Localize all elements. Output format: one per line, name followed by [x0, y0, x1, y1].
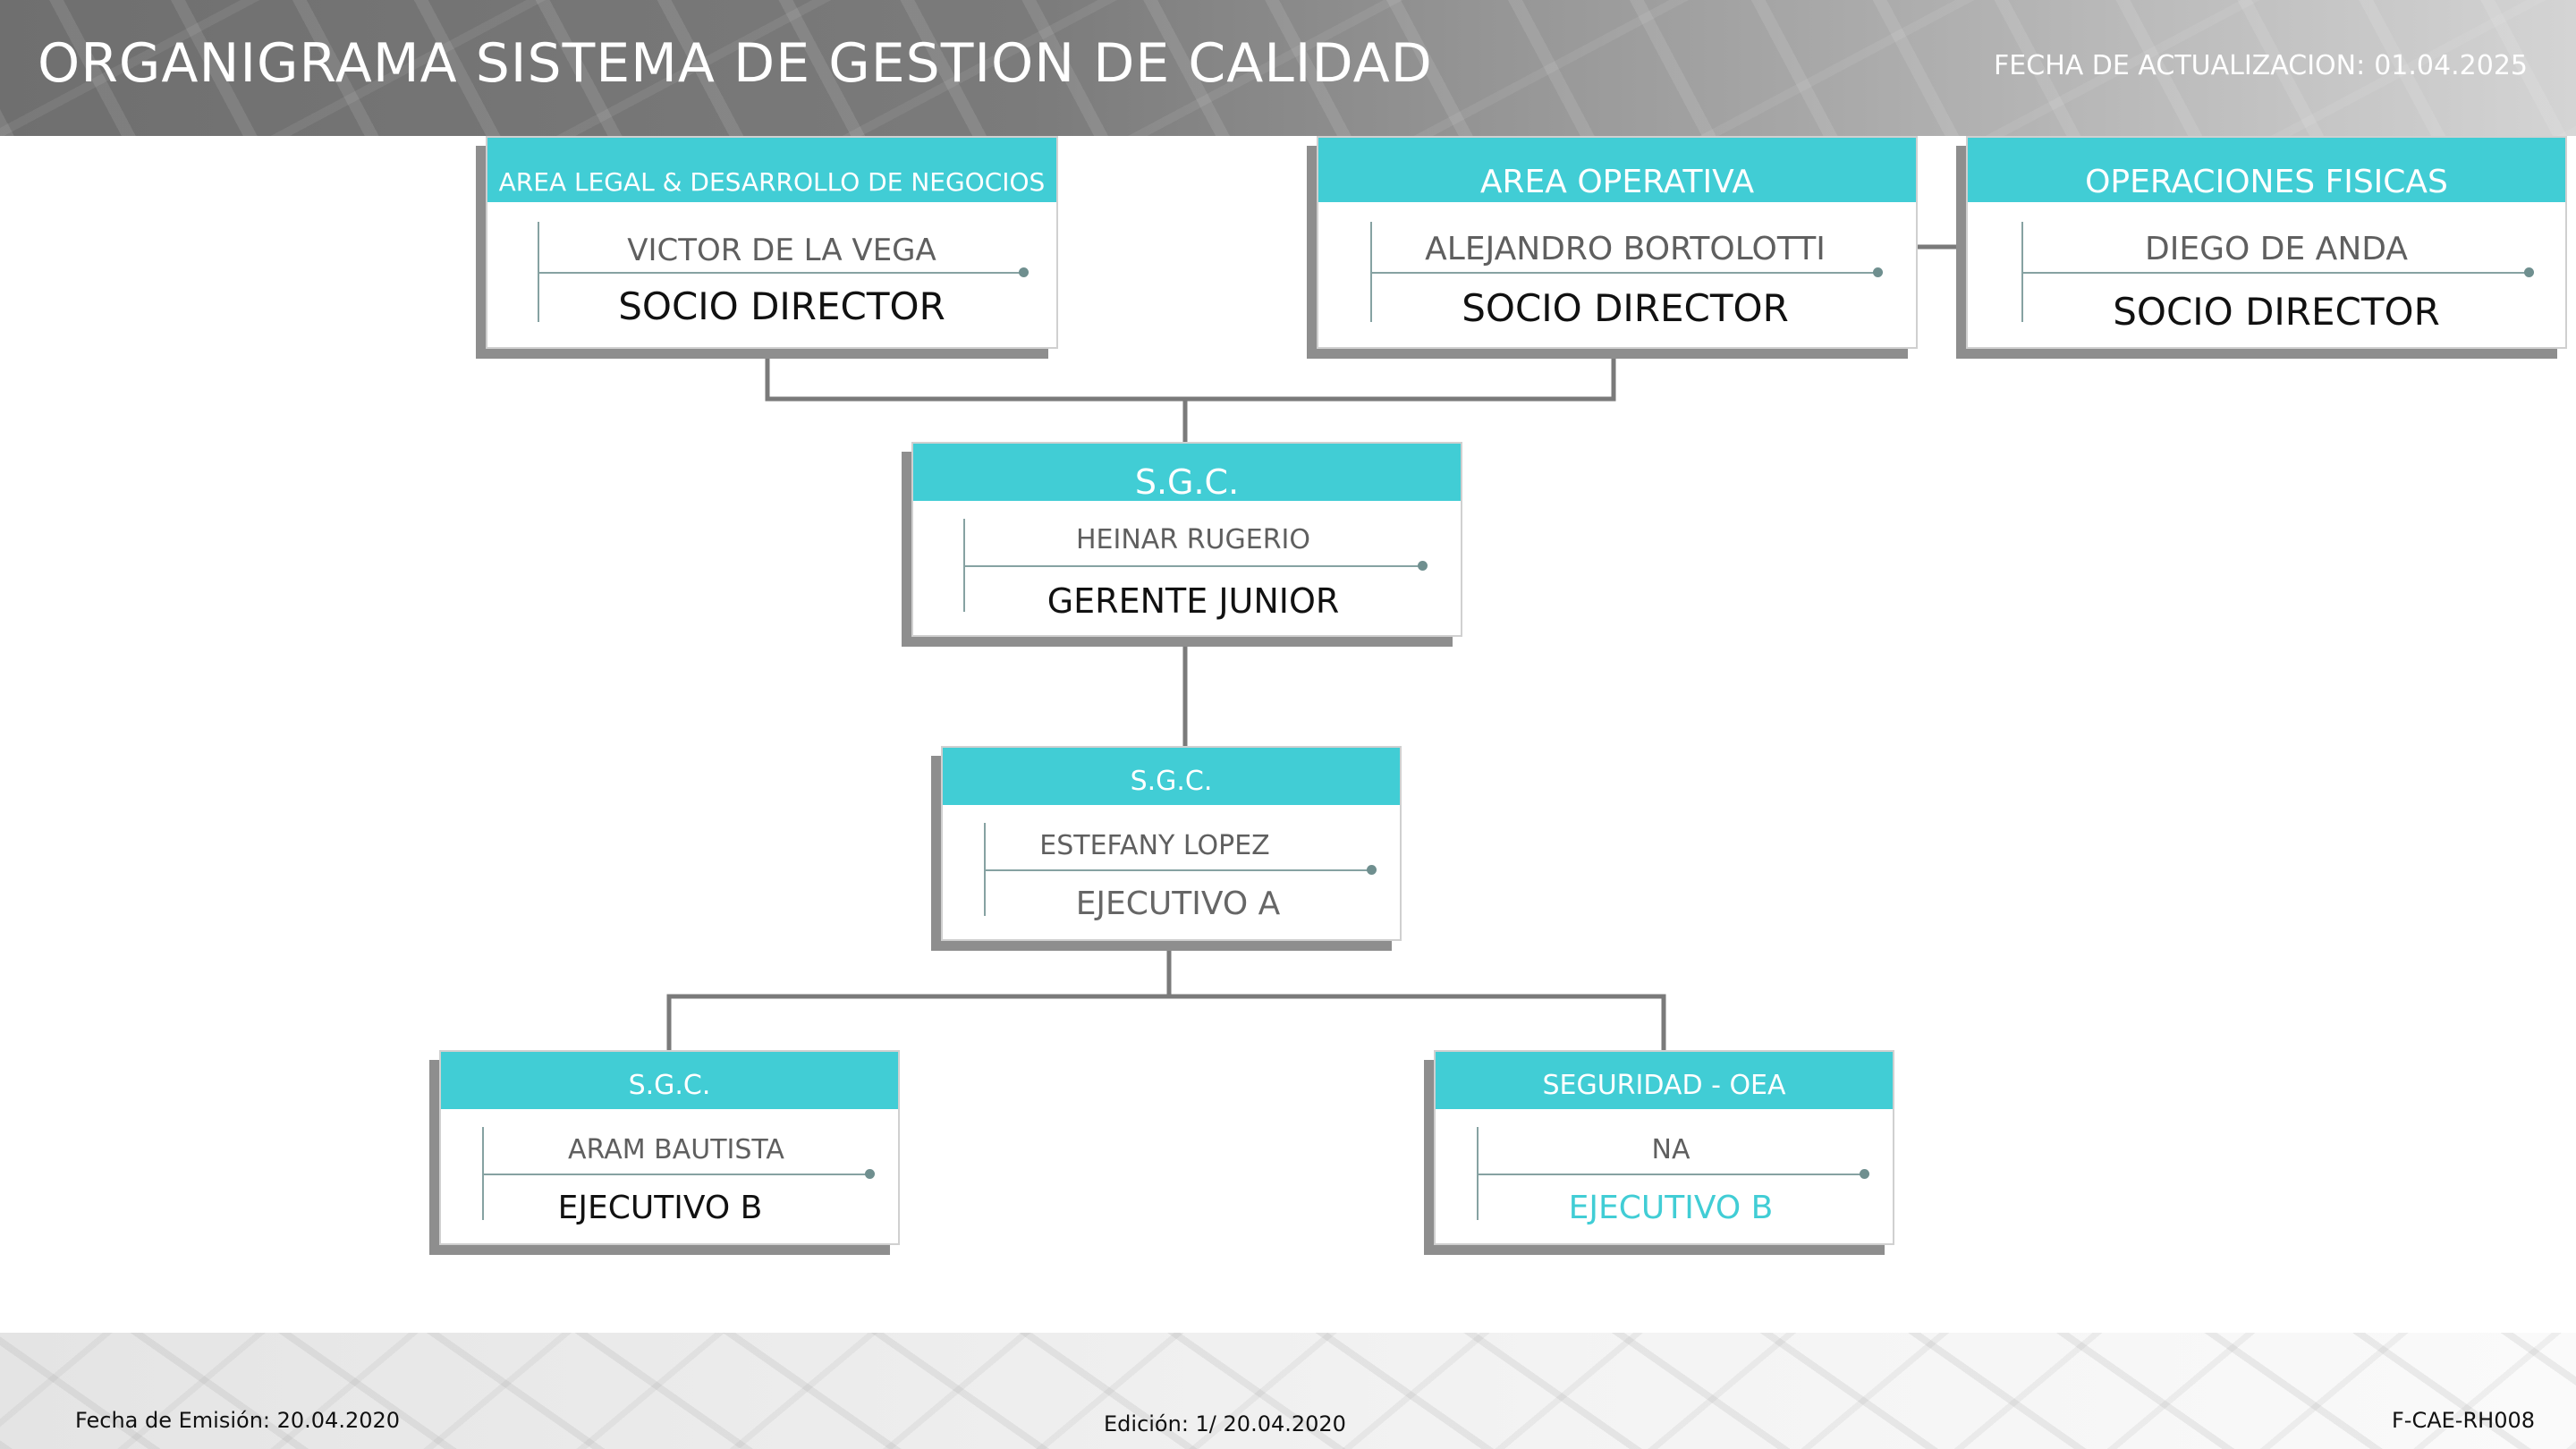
connector-operativa-to-sgc [1185, 358, 1616, 402]
card-header-sgc-ejecutivo-b: S.G.C. [441, 1052, 898, 1109]
update-date: FECHA DE ACTUALIZACION: 01.04.2025 [1985, 50, 2528, 81]
card-divider-dot [1860, 1169, 1869, 1179]
card-body-area-operativa: ALEJANDRO BORTOLOTTI SOCIO DIRECTOR [1318, 202, 1916, 347]
org-card-area-operativa: AREA OPERATIVA ALEJANDRO BORTOLOTTI SOCI… [1317, 136, 1918, 349]
page-title: ORGANIGRAMA SISTEMA DE GESTION DE CALIDA… [38, 32, 1433, 95]
org-card-operaciones-fisicas: OPERACIONES FISICAS DIEGO DE ANDA SOCIO … [1966, 136, 2567, 349]
card-body-operaciones-fisicas: DIEGO DE ANDA SOCIO DIRECTOR [1968, 202, 2565, 347]
org-card-sgc-gerente: S.G.C. HEINAR RUGERIO GERENTE JUNIOR [911, 442, 1462, 637]
role-title-operativa: SOCIO DIRECTOR [1462, 286, 1789, 330]
person-name-aram: ARAM BAUTISTA [568, 1134, 784, 1165]
update-date-value: 01.04.2025 [2374, 50, 2528, 81]
role-title-ejecutivo-b: EJECUTIVO B [557, 1190, 763, 1226]
card-divider-line [538, 272, 1026, 274]
card-body-sgc-ejecutivo-b: ARAM BAUTISTA EJECUTIVO B [441, 1109, 898, 1243]
org-card-sgc-ejecutivo-b: S.G.C. ARAM BAUTISTA EJECUTIVO B [439, 1050, 900, 1245]
card-body-sgc-gerente: HEINAR RUGERIO GERENTE JUNIOR [913, 501, 1461, 635]
card-header-sgc-ejecutivo-a: S.G.C. [943, 748, 1400, 805]
card-body-area-legal: VICTOR DE LA VEGA SOCIO DIRECTOR [487, 202, 1056, 347]
person-name-estefany: ESTEFANY LOPEZ [1039, 830, 1270, 861]
card-divider-dot [2524, 267, 2534, 277]
card-divider-dot [1873, 267, 1883, 277]
role-title-fisicas: SOCIO DIRECTOR [2113, 290, 2440, 334]
card-header-sgc-gerente: S.G.C. [913, 444, 1461, 501]
card-header-area-legal: AREA LEGAL & DESARROLLO DE NEGOCIOS [487, 138, 1056, 202]
person-name-na: NA [1651, 1134, 1690, 1165]
card-divider-line [1477, 1174, 1865, 1175]
card-header-seguridad-oea: SEGURIDAD - OEA [1436, 1052, 1893, 1109]
person-name-victor: VICTOR DE LA VEGA [627, 233, 936, 268]
card-header-operaciones-fisicas: OPERACIONES FISICAS [1968, 138, 2565, 202]
card-divider-dot [1418, 561, 1428, 571]
card-divider-line [1370, 272, 1880, 274]
card-divider-dot [865, 1169, 875, 1179]
card-body-seguridad-oea: NA EJECUTIVO B [1436, 1109, 1893, 1243]
org-card-area-legal: AREA LEGAL & DESARROLLO DE NEGOCIOS VICT… [486, 136, 1058, 349]
header-banner: ORGANIGRAMA SISTEMA DE GESTION DE CALIDA… [0, 0, 2576, 136]
card-divider-line [482, 1174, 870, 1175]
org-card-sgc-ejecutivo-a: S.G.C. ESTEFANY LOPEZ EJECUTIVO A [941, 746, 1402, 941]
card-body-sgc-ejecutivo-a: ESTEFANY LOPEZ EJECUTIVO A [943, 805, 1400, 939]
card-divider-line [2021, 272, 2531, 274]
role-title-ejecutivo-a: EJECUTIVO A [1075, 886, 1281, 922]
card-header-area-operativa: AREA OPERATIVA [1318, 138, 1916, 202]
update-date-label: FECHA DE ACTUALIZACION: [1994, 50, 2366, 81]
card-divider-dot [1367, 865, 1377, 875]
connector-ejecutivo-a-to-seguridad [1169, 994, 1666, 1050]
connector-legal-to-sgc [765, 358, 1188, 442]
role-title-legal: SOCIO DIRECTOR [618, 284, 945, 328]
card-divider-line [963, 565, 1423, 567]
footer-banner: Fecha de Emisión: 20.04.2020 Edición: 1/… [0, 1333, 2576, 1449]
org-card-seguridad-oea: SEGURIDAD - OEA NA EJECUTIVO B [1434, 1050, 1894, 1245]
role-title-seguridad: EJECUTIVO B [1568, 1190, 1774, 1226]
person-name-alejandro: ALEJANDRO BORTOLOTTI [1425, 231, 1826, 267]
person-name-heinar: HEINAR RUGERIO [1075, 524, 1311, 555]
footer-edition: Edición: 1/ 20.04.2020 [1104, 1411, 1346, 1436]
card-divider-line [984, 869, 1372, 871]
person-name-diego: DIEGO DE ANDA [2145, 231, 2408, 267]
footer-document-code: F-CAE-RH008 [2392, 1408, 2535, 1433]
card-divider-dot [1019, 267, 1029, 277]
connector-ejecutivo-a-to-branches [666, 941, 1172, 1050]
role-title-gerente: GERENTE JUNIOR [1046, 581, 1340, 621]
footer-emission-date: Fecha de Emisión: 20.04.2020 [75, 1408, 401, 1433]
